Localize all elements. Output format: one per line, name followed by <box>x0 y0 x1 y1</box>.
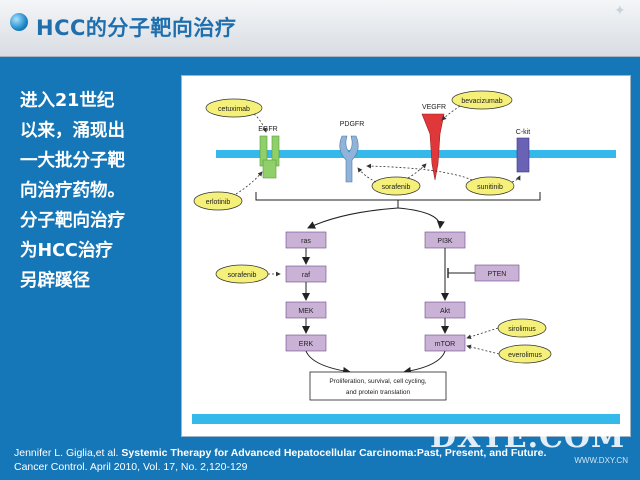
left-text-block: 进入21世纪 以来，涌现出 一大批分子靶 向治疗药物。 分子靶向治疗 为HCC治… <box>20 86 170 296</box>
pathway-label: mTOR <box>435 341 455 348</box>
receptor-label-egfr: EGFR <box>258 126 277 133</box>
drug-cetuximab: cetuximab <box>205 98 263 118</box>
pathway-figure: EGFR PDGFR VEGFR C-kit cetuximab <box>181 75 631 437</box>
outcome-line: Proliferation, survival, cell cycling, <box>329 378 426 385</box>
drug-sorafenib-membrane: sorafenib <box>371 176 421 196</box>
outcome-line: and protein translation <box>346 389 411 396</box>
arrow-to-ras <box>307 207 399 229</box>
drug-label: bevacizumab <box>461 98 502 105</box>
drug-erlotinib: erlotinib <box>193 191 243 211</box>
drug-label: sunitinib <box>477 184 503 191</box>
ckit-receptor-icon <box>516 137 530 173</box>
pathway-box-akt: Akt <box>424 301 466 319</box>
watermark-url: WWW.DXY.CN <box>574 456 628 465</box>
drug-sunitinib: sunitinib <box>465 176 515 196</box>
drug-everolimus: everolimus <box>498 344 552 364</box>
pathway-label: ras <box>301 238 311 245</box>
citation-journal: Cancer Control. April 2010, Vol. 17, No.… <box>14 461 248 473</box>
citation-authors: Jennifer L. Giglia,et al. <box>14 447 119 459</box>
drug-label: sirolimus <box>508 326 536 333</box>
watermark-logo: DXYE.COM <box>430 420 626 455</box>
pathway-box-pten: PTEN <box>474 264 520 282</box>
citation-article: Systemic Therapy for Advanced Hepatocell… <box>121 447 547 459</box>
left-text-line: 进入21世纪 <box>20 91 115 111</box>
title-bullet-icon <box>10 13 28 31</box>
citation: Jennifer L. Giglia,et al. Systemic Thera… <box>14 446 574 474</box>
pathway-diagram: EGFR PDGFR VEGFR C-kit cetuximab <box>192 90 620 424</box>
pathway-label: Akt <box>440 308 450 315</box>
drug-bevacizumab: bevacizumab <box>451 90 513 110</box>
arrow-to-pi3k <box>397 207 445 229</box>
drug-label: cetuximab <box>218 106 250 113</box>
citation-line-1: Jennifer L. Giglia,et al. Systemic Thera… <box>14 446 574 460</box>
pathway-box-ras: ras <box>285 231 327 249</box>
pathway-box-mtor: mTOR <box>424 334 466 352</box>
pathway-box-mek: MEK <box>285 301 327 319</box>
drug-label: sorafenib <box>228 272 257 279</box>
left-text-line: 分子靶向治疗 <box>20 211 125 231</box>
slide-title: HCC的分子靶向治疗 <box>36 16 237 40</box>
drug-label: everolimus <box>508 352 542 359</box>
pathway-label: PI3K <box>437 238 453 245</box>
drug-sirolimus: sirolimus <box>497 318 547 338</box>
left-text-line: 向治疗药物。 <box>20 181 125 201</box>
receptor-label-ckit: C-kit <box>516 129 530 136</box>
drug-label: erlotinib <box>206 199 231 206</box>
pathway-box-erk: ERK <box>285 334 327 352</box>
pathway-label: MEK <box>298 308 314 315</box>
bottom-band <box>192 414 620 424</box>
drug-sorafenib-raf: sorafenib <box>215 264 269 284</box>
left-text-line: 另辟蹊径 <box>20 271 90 291</box>
pdgfr-receptor-icon <box>339 135 359 183</box>
receptor-label-pdgfr: PDGFR <box>340 121 365 128</box>
pathway-box-raf: raf <box>285 265 327 283</box>
pathway-label: ERK <box>299 341 314 348</box>
drug-arrows <box>235 105 521 355</box>
left-text-line: 以来，涌现出 <box>20 121 125 141</box>
drug-label: sorafenib <box>382 184 411 191</box>
dxy-watermark: DXYE.COM WWW.DXY.CN <box>430 420 630 465</box>
sparkle-icon: ✦ <box>614 3 626 19</box>
left-text-line: 为HCC治疗 <box>20 241 113 261</box>
membrane-band <box>216 150 616 158</box>
pathway-box-pi3k: PI3K <box>424 231 466 249</box>
pathway-arrows <box>302 248 449 375</box>
egfr-receptor-icon <box>259 135 280 179</box>
pathway-label: raf <box>302 272 310 279</box>
outcome-box: Proliferation, survival, cell cycling, a… <box>309 371 447 401</box>
left-text-line: 一大批分子靶 <box>20 151 125 171</box>
pathway-label: PTEN <box>488 271 507 278</box>
receptor-label-vegfr: VEGFR <box>422 104 446 111</box>
slide-header: HCC的分子靶向治疗 ✦ <box>0 0 640 57</box>
